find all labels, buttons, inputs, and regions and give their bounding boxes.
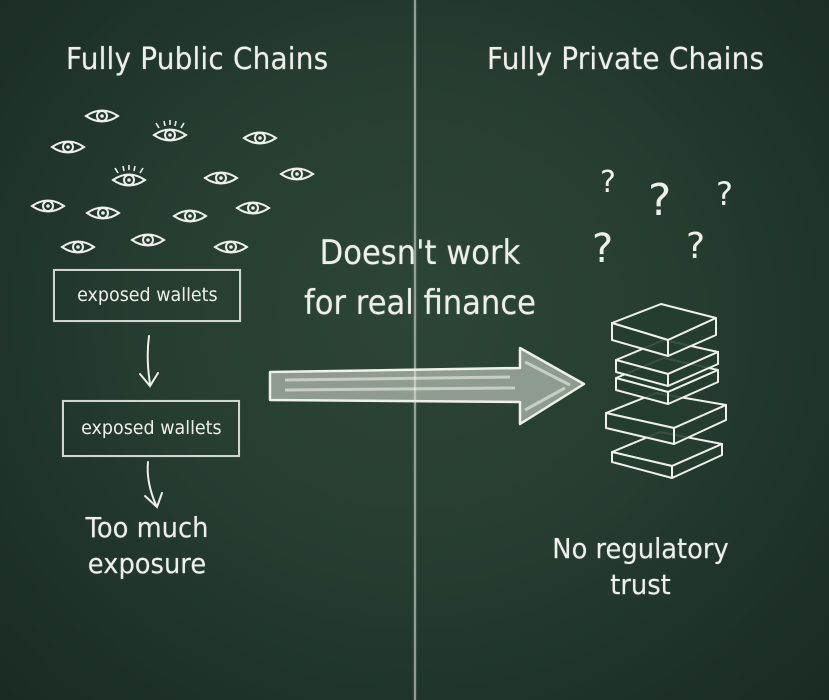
right-caption-line2: trust (610, 568, 671, 601)
exposed-wallets-box-top: exposed wallets (53, 269, 241, 322)
question-mark-icon: ? (716, 175, 733, 213)
eye-icon (214, 240, 248, 254)
left-column-caption: Too much exposure (69, 510, 225, 582)
eye-icon (153, 119, 187, 142)
center-statement-line2: for real finance (303, 283, 536, 323)
eye-icon (243, 131, 277, 145)
eyes-cluster (31, 109, 314, 254)
left-column-title: Fully Public Chains (66, 42, 329, 77)
stacked-blocks-icon (605, 303, 727, 479)
question-mark-icon: ? (686, 226, 705, 267)
left-caption-line1: Too much (85, 511, 209, 544)
exposed-wallets-label: exposed wallets (80, 417, 222, 439)
eye-icon (173, 209, 207, 223)
eye-icon (236, 201, 270, 215)
eye-icon (204, 171, 238, 185)
big-right-arrow-icon (268, 346, 586, 426)
question-mark-icon: ? (600, 165, 616, 200)
left-caption-line2: exposure (87, 547, 207, 580)
right-column-title: Fully Private Chains (487, 42, 765, 77)
exposed-wallets-box-bottom: exposed wallets (62, 400, 240, 457)
eye-icon (280, 167, 314, 181)
center-statement: Doesn't work for real finance (285, 228, 555, 328)
center-divider (414, 0, 416, 700)
eye-icon (131, 233, 165, 247)
eye-icon (31, 199, 65, 213)
exposed-wallets-label: exposed wallets (76, 284, 218, 306)
eye-icon (86, 206, 120, 220)
down-arrow-icon (139, 335, 159, 388)
eye-icon (85, 109, 119, 123)
right-column-caption: No regulatory trust (546, 531, 735, 603)
right-caption-line1: No regulatory (552, 532, 729, 565)
eye-icon (112, 164, 146, 187)
eye-icon (61, 240, 95, 254)
down-arrow-icon (144, 461, 163, 509)
center-statement-line1: Doesn't work (319, 233, 521, 273)
eye-icon (51, 140, 85, 154)
question-marks-cluster: ? ? ? ? ? (592, 165, 733, 272)
question-mark-icon: ? (648, 175, 671, 226)
question-mark-icon: ? (592, 226, 613, 272)
